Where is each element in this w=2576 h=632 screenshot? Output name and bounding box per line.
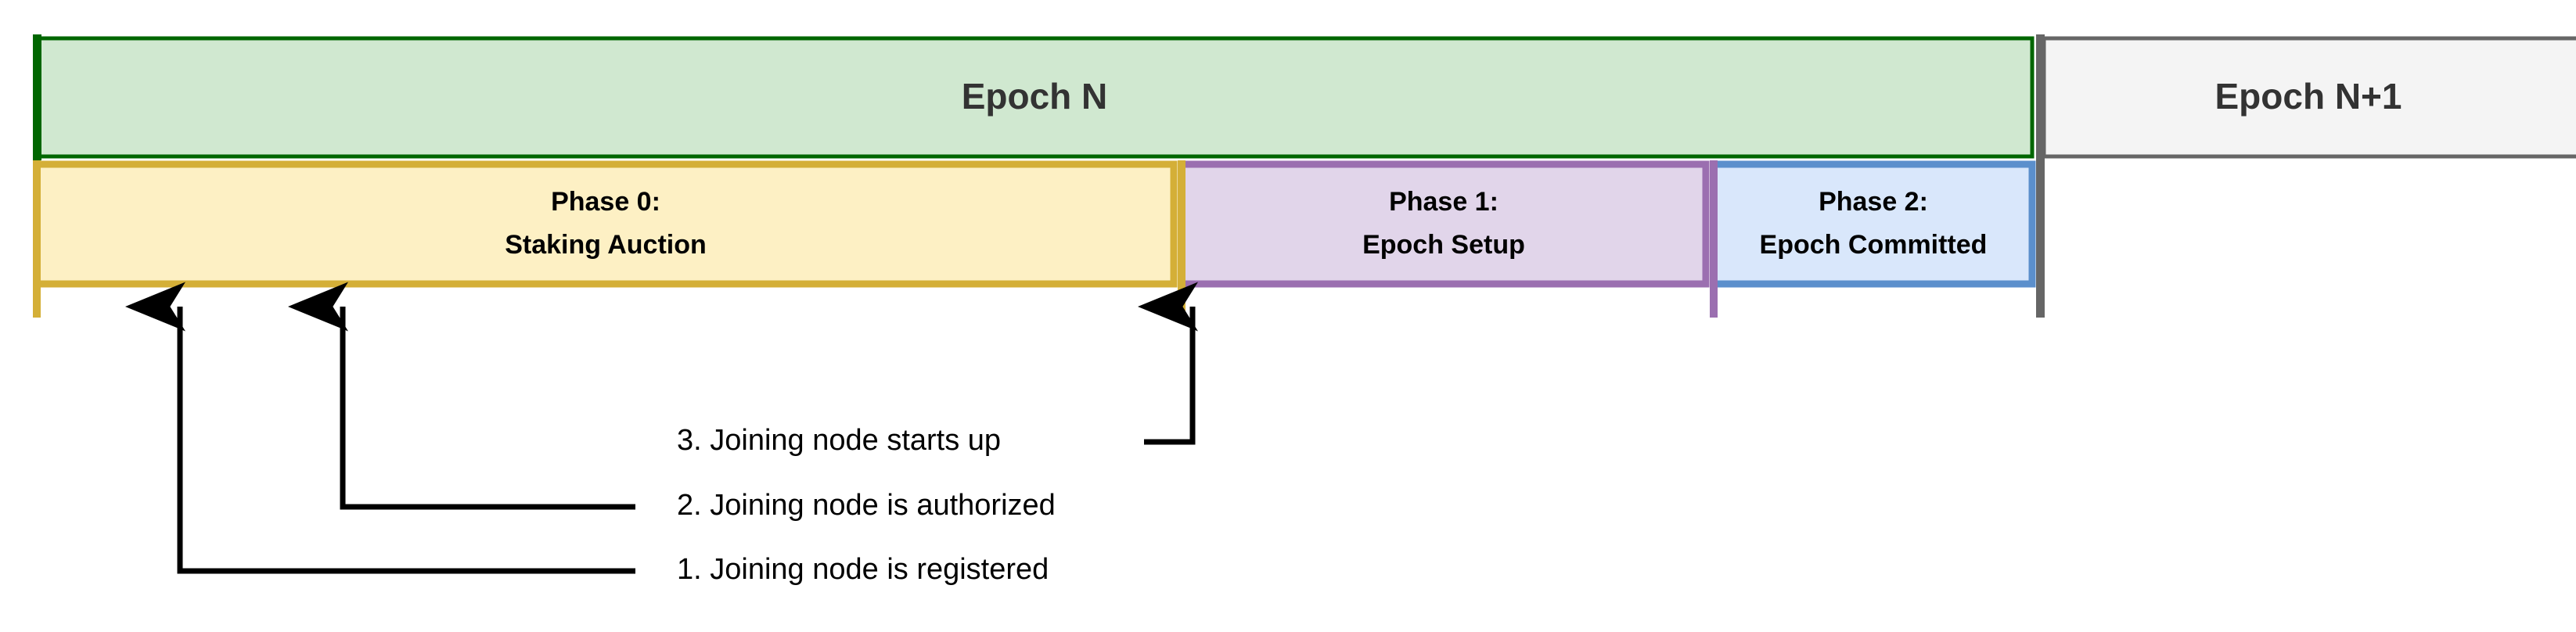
epoch-divider xyxy=(2036,34,2045,318)
phase-2-box: Phase 2: Epoch Committed xyxy=(1710,160,2036,288)
phase-1-rect xyxy=(1178,160,1710,288)
phase-0-label-line1: Phase 0: xyxy=(551,187,660,217)
phase-0-left-tick xyxy=(33,160,41,318)
annotation-2-label: 2. Joining node is authorized xyxy=(677,489,1056,522)
epoch-n-label: Epoch N xyxy=(962,76,1108,117)
epoch-n-rect xyxy=(34,36,2035,159)
phase-0-label-line2: Staking Auction xyxy=(505,230,707,260)
phase-0-right-tick xyxy=(1178,160,1185,318)
phase-1-label-line1: Phase 1: xyxy=(1389,187,1498,217)
epoch-n-plus-1-rect xyxy=(2042,36,2576,159)
annotation-3-label: 3. Joining node starts up xyxy=(677,424,1001,457)
phase-0-rect xyxy=(33,160,1178,288)
phase-2-label-line1: Phase 2: xyxy=(1819,187,1928,217)
phase-2-rect xyxy=(1710,160,2036,288)
phase-1-right-tick xyxy=(1710,160,1718,318)
annotation-1-label: 1. Joining node is registered xyxy=(677,553,1049,586)
phase-1-box: Phase 1: Epoch Setup xyxy=(1178,160,1710,288)
epoch-n-plus-1-label: Epoch N+1 xyxy=(2214,76,2402,117)
phase-2-label-line2: Epoch Committed xyxy=(1760,230,1988,260)
annotation-2-leader xyxy=(288,282,635,510)
phase-0-box: Phase 0: Staking Auction xyxy=(33,160,1178,288)
annotation-1-leader xyxy=(125,282,635,574)
epoch-n-plus-1-box: Epoch N+1 xyxy=(2042,36,2576,159)
phase-1-label-line2: Epoch Setup xyxy=(1362,230,1525,260)
epoch-n-box: Epoch N xyxy=(33,34,2035,160)
epoch-n-left-accent xyxy=(33,34,41,160)
annotation-3-leader xyxy=(1138,282,1198,445)
